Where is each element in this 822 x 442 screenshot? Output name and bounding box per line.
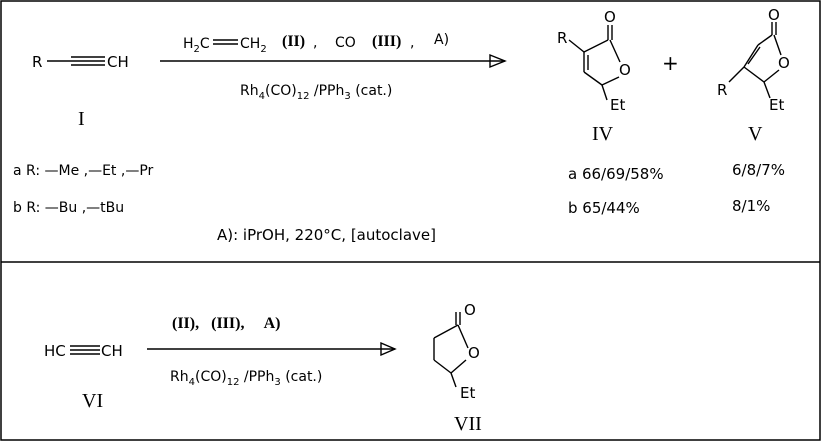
reactant-ch: CH — [107, 53, 129, 71]
label-v: V — [748, 123, 763, 145]
product-iv-carbonyl-o: O — [604, 8, 616, 26]
product-v-r: R — [717, 81, 727, 99]
reagent-co: CO — [335, 35, 356, 51]
reaction-arrow-2 — [147, 341, 397, 357]
reactant-r: R — [32, 53, 42, 71]
conditions-a: A): iPrOH, 220°C, [autoclave] — [217, 226, 436, 244]
product-v: O O R Et V — [717, 6, 790, 145]
label-vii: VII — [454, 413, 482, 435]
reactant-i: R CH I — [32, 53, 129, 130]
yield-a-iv: a 66/69/58% — [568, 165, 664, 183]
h2c-c: C — [200, 36, 210, 52]
reagent-a: A) — [434, 32, 449, 48]
product-iv-et: Et — [610, 96, 625, 114]
product-v-carbonyl-o: O — [768, 6, 780, 24]
h2c-h: H — [183, 36, 194, 52]
reactant-vi-hc: HC — [44, 342, 66, 360]
svg-text:CH2: CH2 — [240, 36, 267, 55]
arrowhead — [489, 53, 507, 69]
reactant-vi-ch: CH — [101, 342, 123, 360]
product-iv-ring-o: O — [619, 61, 631, 79]
product-iv-r: R — [557, 29, 567, 47]
substituents-b: b R: —Bu ,—tBu — [13, 200, 124, 216]
reaction1-reagents: H2C CH2 (II) , CO (III) , A) — [183, 32, 449, 55]
product-vii-carbonyl-o: O — [464, 301, 476, 319]
yield-a-v: 6/8/7% — [732, 161, 785, 179]
label-iv: IV — [592, 123, 614, 145]
plus-sign: + — [662, 51, 679, 75]
ch2-ch: CH — [240, 36, 260, 52]
label-i: I — [78, 108, 85, 130]
h2c-sub: 2 — [194, 44, 200, 55]
product-vii: O O Et VII — [433, 301, 482, 435]
substituents-a: a R: —Me ,—Et ,—Pr — [13, 163, 154, 179]
reagent-comma: , — [410, 35, 414, 51]
product-iv: R O O Et IV — [557, 8, 631, 145]
label-vi: VI — [82, 390, 103, 412]
arrowhead — [380, 341, 397, 357]
svg-text:H2C: H2C — [183, 36, 210, 55]
reactant-vi: HC CH VI — [44, 342, 123, 412]
product-vii-et: Et — [460, 384, 475, 402]
catalyst-2: Rh4(CO)12 /PPh3 (cat.) — [170, 369, 322, 388]
product-v-ring-o: O — [778, 54, 790, 72]
reaction-arrow-1 — [160, 53, 507, 69]
yield-b-v: 8/1% — [732, 197, 770, 215]
reaction2-reagents: (II), (III), A) — [172, 315, 280, 332]
yield-b-iv: b 65/44% — [568, 199, 640, 217]
ch2-sub: 2 — [260, 44, 266, 55]
label-ii-ref: (II) — [282, 33, 305, 50]
product-vii-ring-o: O — [468, 344, 480, 362]
reagent-comma: , — [313, 35, 317, 51]
product-v-et: Et — [769, 96, 784, 114]
label-iii-ref: (III) — [372, 33, 401, 50]
catalyst-1: Rh4(CO)12 /PPh3 (cat.) — [240, 83, 392, 102]
